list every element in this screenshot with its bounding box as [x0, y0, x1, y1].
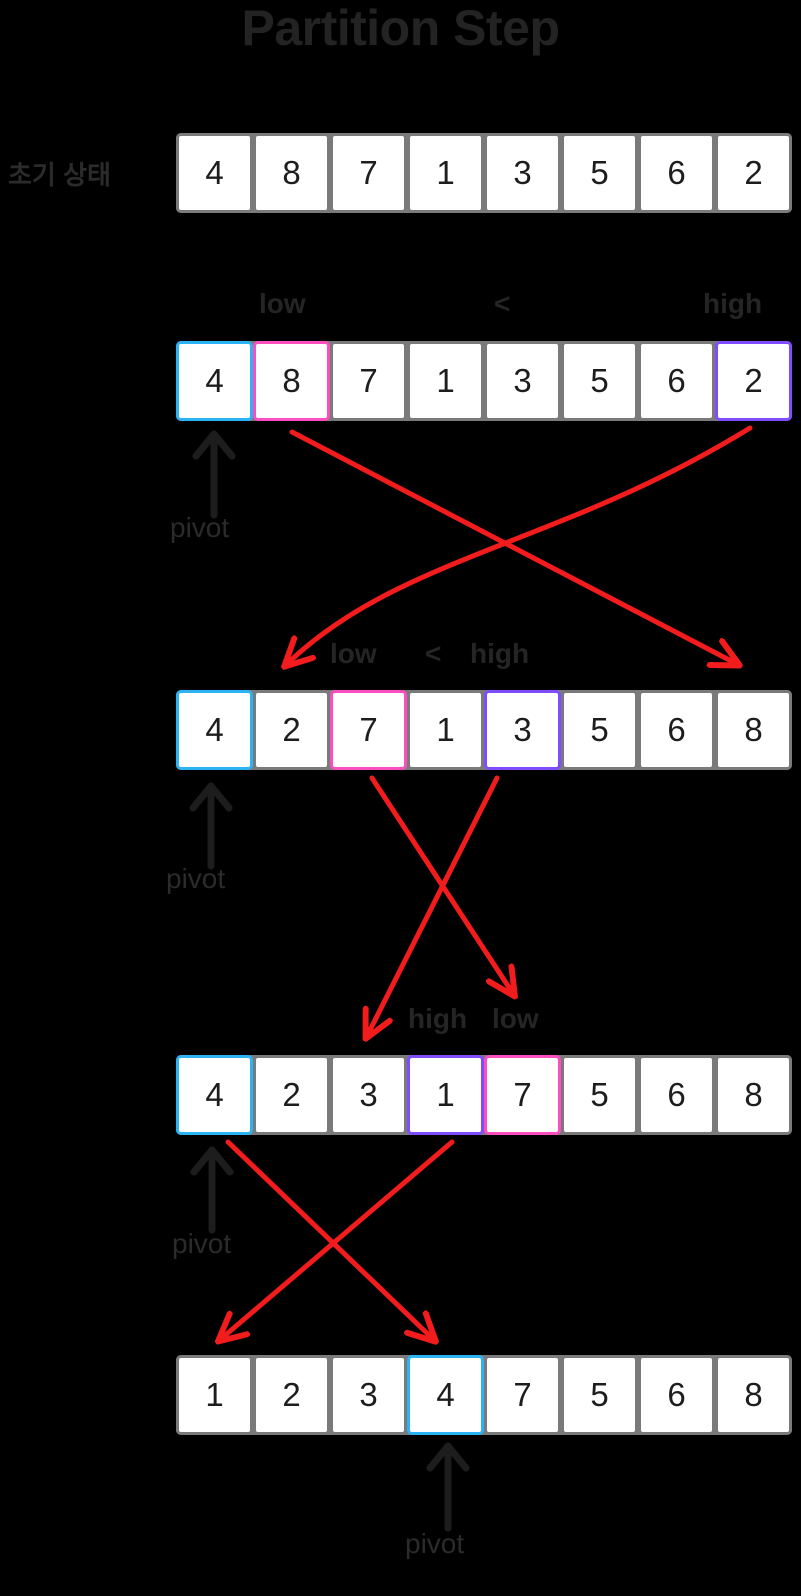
array-cell: 8: [715, 1055, 792, 1135]
array-row-initial: 4 8 7 1 3 5 6 2: [176, 133, 792, 213]
pivot-caption-row-4: pivot: [405, 1528, 465, 1559]
array-cell: 6: [638, 133, 715, 213]
pivot-arrow-row3: [190, 1146, 234, 1234]
pointer-label-high: high: [408, 1003, 468, 1034]
array-cell: 7: [330, 341, 407, 421]
array-row-step-3: 4 2 3 1 7 5 6 8: [176, 1055, 792, 1135]
array-row-step-1: 4 8 7 1 3 5 6 2: [176, 341, 792, 421]
array-cell: 1: [407, 690, 484, 770]
swap-arrow-2-left: [288, 425, 753, 663]
row-label-initial: 초기 상태: [8, 160, 111, 190]
array-cell-pivot: 4: [407, 1355, 484, 1435]
swap-arrow-7-right: [369, 775, 512, 992]
array-cell: 5: [561, 690, 638, 770]
array-cell: 2: [253, 1355, 330, 1435]
array-cell-pivot: 4: [176, 341, 253, 421]
pivot-arrow-row4: [426, 1442, 470, 1532]
array-row-step-2: 4 2 7 1 3 5 6 8: [176, 690, 792, 770]
array-cell: 8: [715, 1355, 792, 1435]
array-cell: 6: [638, 1055, 715, 1135]
array-cell-high: 2: [715, 341, 792, 421]
array-cell: 1: [176, 1355, 253, 1435]
pointer-label-lt: <: [425, 638, 442, 669]
array-cell-low: 8: [253, 341, 330, 421]
pointer-label-high: high: [703, 288, 763, 319]
swap-arrow-8-right: [289, 429, 735, 663]
array-cell: 2: [253, 1055, 330, 1135]
array-cell: 6: [638, 341, 715, 421]
pointer-label-low: low: [330, 638, 377, 669]
array-row-final: 1 2 3 4 7 5 6 8: [176, 1355, 792, 1435]
array-cell: 2: [253, 690, 330, 770]
array-cell: 3: [484, 341, 561, 421]
array-cell-pivot: 4: [176, 1055, 253, 1135]
array-cell-low: 7: [484, 1055, 561, 1135]
array-cell: 3: [330, 1355, 407, 1435]
pivot-arrow-row2: [189, 782, 233, 870]
swap-arrow-pivot-right: [225, 1139, 432, 1338]
pivot-caption-row-3: pivot: [172, 1228, 232, 1259]
swap-arrow-3-left: [368, 775, 500, 1034]
pointer-label-low: low: [259, 288, 306, 319]
pivot-caption-row-1: pivot: [170, 512, 230, 543]
array-cell: 6: [638, 1355, 715, 1435]
pointer-label-low: low: [492, 1003, 539, 1034]
array-cell: 2: [715, 133, 792, 213]
array-cell: 7: [484, 1355, 561, 1435]
array-cell: 8: [715, 690, 792, 770]
array-cell: 5: [561, 133, 638, 213]
array-cell-high: 3: [484, 690, 561, 770]
pivot-caption-row-2: pivot: [166, 863, 226, 894]
page-title: Partition Step: [241, 0, 560, 56]
array-cell: 6: [638, 690, 715, 770]
array-cell-high: 1: [407, 1055, 484, 1135]
array-cell: 3: [330, 1055, 407, 1135]
pointer-label-high: high: [470, 638, 530, 669]
array-cell: 4: [176, 133, 253, 213]
pointer-label-lt: <: [494, 288, 511, 319]
array-cell-pivot: 4: [176, 690, 253, 770]
array-cell: 1: [407, 341, 484, 421]
array-cell: 7: [330, 133, 407, 213]
array-cell: 5: [561, 1355, 638, 1435]
array-cell: 8: [253, 133, 330, 213]
pivot-arrow-row1: [192, 430, 236, 519]
array-cell: 5: [561, 1055, 638, 1135]
array-cell: 1: [407, 133, 484, 213]
array-cell: 3: [484, 133, 561, 213]
array-cell: 5: [561, 341, 638, 421]
array-cell-low: 7: [330, 690, 407, 770]
swap-arrow-1-left: [222, 1139, 455, 1338]
